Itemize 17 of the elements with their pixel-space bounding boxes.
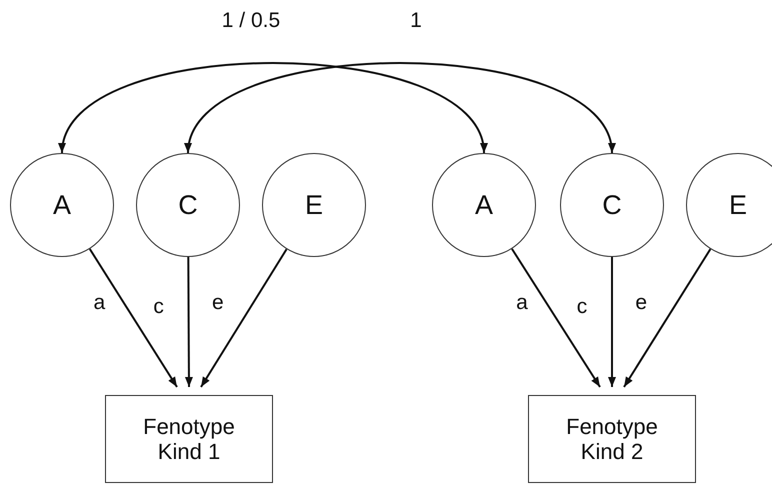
node-label: Fenotype Kind 1 — [142, 414, 236, 464]
arrow — [623, 248, 712, 388]
arrow — [88, 248, 178, 388]
node-label: E — [304, 190, 323, 220]
node-label: C — [178, 190, 198, 220]
node-label: Fenotype Kind 2 — [565, 414, 659, 464]
node-label: E — [728, 190, 747, 220]
arrow — [61, 62, 485, 154]
arrow — [187, 62, 613, 154]
arrow — [608, 257, 616, 387]
arrow — [184, 257, 193, 387]
phenotype-box — [105, 395, 273, 483]
node-label: A — [474, 190, 493, 220]
arrow — [511, 248, 601, 388]
node-label: C — [602, 190, 622, 220]
node-label: A — [52, 190, 71, 220]
phenotype-box — [528, 395, 696, 483]
